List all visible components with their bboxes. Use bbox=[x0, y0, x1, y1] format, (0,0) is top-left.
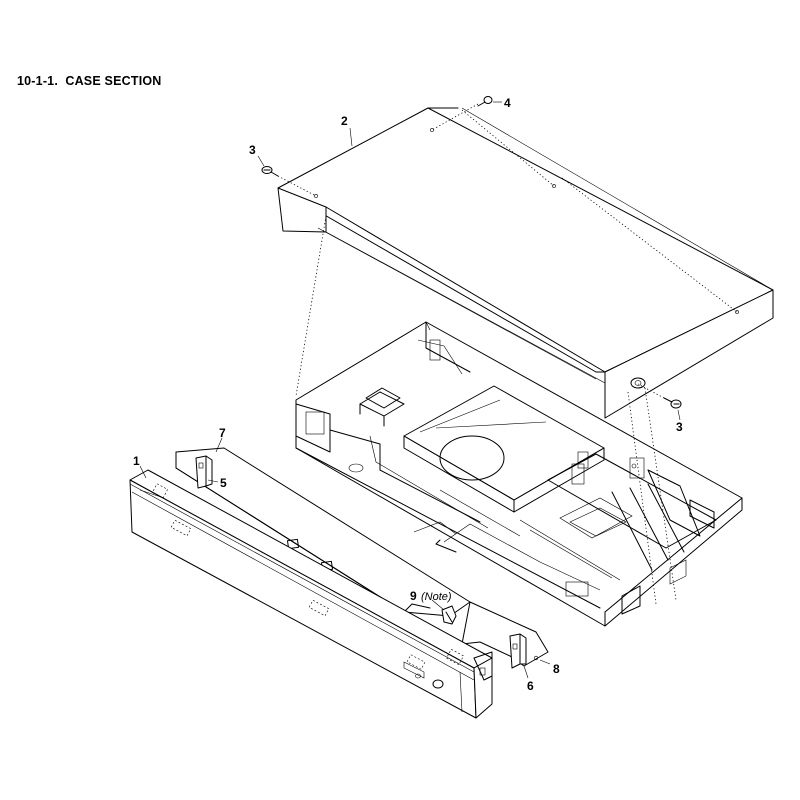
part-label-9-note: (Note) bbox=[421, 591, 452, 603]
front-panel bbox=[129, 469, 493, 719]
assembly-guide-lines bbox=[277, 103, 738, 605]
circuit-boards bbox=[519, 451, 717, 581]
part-label-9: 9 bbox=[410, 589, 417, 603]
screw-4-icon bbox=[477, 96, 493, 107]
bracket-6 bbox=[509, 633, 527, 669]
main-chassis bbox=[295, 321, 743, 627]
page-title: 10-1-1. CASE SECTION bbox=[17, 74, 162, 88]
top-cover bbox=[277, 107, 774, 419]
part-label-8: 8 bbox=[553, 662, 560, 676]
part-label-3-right: 3 bbox=[676, 420, 683, 434]
clip-9 bbox=[441, 605, 457, 625]
screw-3-right-icon bbox=[663, 397, 682, 409]
part-label-4: 4 bbox=[504, 96, 511, 110]
part-label-7: 7 bbox=[219, 426, 226, 440]
part-label-1: 1 bbox=[133, 454, 140, 468]
part-label-3-left: 3 bbox=[249, 143, 256, 157]
transformer bbox=[359, 387, 405, 427]
disc-drive bbox=[403, 385, 605, 513]
bracket-5 bbox=[195, 455, 213, 489]
screw-3-left-icon bbox=[261, 166, 279, 177]
part-label-6: 6 bbox=[527, 679, 534, 693]
leader-lines bbox=[139, 101, 681, 679]
part-label-2: 2 bbox=[341, 114, 348, 128]
part-label-5: 5 bbox=[220, 476, 227, 490]
